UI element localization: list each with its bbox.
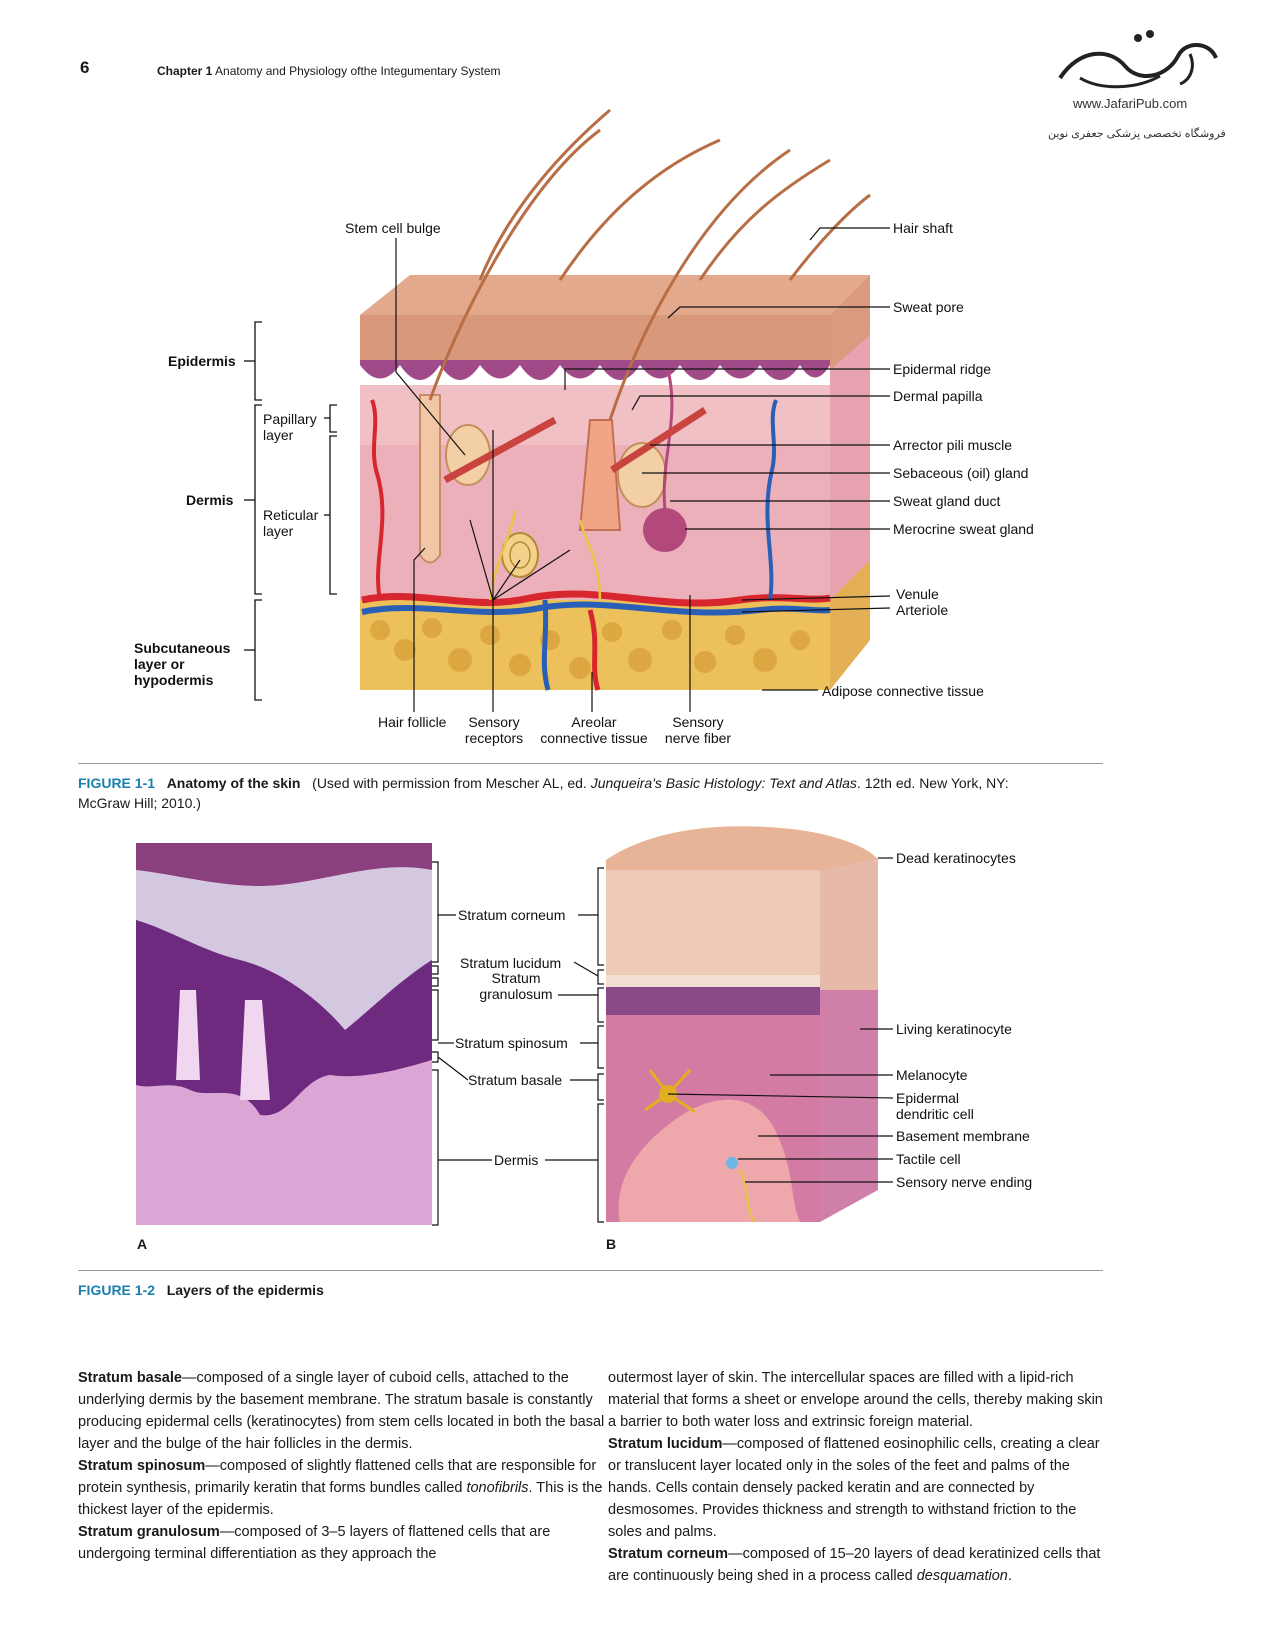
label-basement-membrane: Basement membrane <box>896 1128 1030 1144</box>
label-dermal-papilla: Dermal papilla <box>893 388 983 404</box>
text-lucidum: —composed of flattened eosinophilic cell… <box>608 1436 1100 1540</box>
label-papillary-layer: Papillary layer <box>263 411 317 443</box>
reticular-line2: layer <box>263 523 294 539</box>
label-stratum-basale: Stratum basale <box>468 1072 563 1088</box>
label-stratum-lucidum: Stratum lucidum <box>460 955 562 971</box>
label-epidermis: Epidermis <box>168 353 236 369</box>
panel-a-letter: A <box>137 1236 148 1252</box>
text-spinosum: —composed of slightly flattened cells th… <box>78 1458 597 1496</box>
label-tactile-cell: Tactile cell <box>896 1151 961 1167</box>
label-venule: Venule <box>896 586 939 602</box>
figure2-caption: FIGURE 1-2 Layers of the epidermis <box>78 1280 324 1300</box>
publisher-tagline: فروشگاه تخصصی پزشکی جعفری نوین <box>1048 128 1226 140</box>
text-basale: —composed of a single layer of cuboid ce… <box>78 1370 605 1452</box>
subcutaneous-line3: hypodermis <box>134 672 214 688</box>
figure1-caption-pre: (Used with permission from Mescher AL, e… <box>312 775 591 791</box>
dendritic-line2: dendritic cell <box>896 1106 974 1122</box>
text-corneum-end: . <box>1007 1568 1012 1584</box>
text-tonofibrils: tonofibrils <box>466 1480 529 1496</box>
term-spinosum: Stratum spinosum <box>78 1458 206 1474</box>
para-basale: Stratum basale—composed of a single laye… <box>78 1367 608 1455</box>
label-sensory-receptors: Sensory receptors <box>461 714 527 746</box>
label-dermis: Dermis <box>186 492 234 508</box>
term-granulosum: Stratum granulosum <box>78 1524 220 1540</box>
publisher-logo <box>1058 30 1218 89</box>
figure1-caption-line2: McGraw Hill; 2010.) <box>78 795 201 811</box>
text-granulosum-cont: outermost layer of skin. The intercellul… <box>608 1370 1103 1430</box>
figure1-title: Anatomy of the skin <box>166 775 301 791</box>
chapter-label: Chapter 1 <box>157 64 213 78</box>
para-lucidum: Stratum lucidum—composed of flattened eo… <box>608 1433 1108 1543</box>
body-column-right: outermost layer of skin. The intercellul… <box>608 1367 1108 1587</box>
areolar-line2: connective tissue <box>540 730 648 746</box>
subcutaneous-line2: layer or <box>134 656 185 672</box>
text-corneum: —composed of 15–20 layers of dead kerati… <box>608 1546 1101 1584</box>
label-areolar-tissue: Areolar connective tissue <box>536 714 652 746</box>
papillary-line2: layer <box>263 427 294 443</box>
sensory-receptors-line1: Sensory <box>468 714 520 730</box>
chapter-title: Anatomy and Physiology ofthe Integumenta… <box>215 64 501 78</box>
label-stratum-spinosum: Stratum spinosum <box>455 1035 568 1051</box>
label-epidermal-ridge: Epidermal ridge <box>893 361 992 377</box>
para-corneum: Stratum corneum—composed of 15–20 layers… <box>608 1543 1108 1587</box>
figure1-caption: FIGURE 1-1 Anatomy of the skin (Used wit… <box>78 773 1108 813</box>
running-header: Chapter 1 Anatomy and Physiology ofthe I… <box>157 64 501 78</box>
label-merocrine-sweat-gland: Merocrine sweat gland <box>893 521 1034 537</box>
figure1-caption-book: Junqueira's Basic Histology: Text and At… <box>590 775 857 791</box>
label-stratum-corneum: Stratum corneum <box>458 907 566 923</box>
label-living-keratinocyte: Living keratinocyte <box>896 1021 1012 1037</box>
figure1-label: FIGURE 1-1 <box>78 775 156 791</box>
granulosum-line1: Stratum <box>491 970 541 986</box>
label-sebaceous-gland: Sebaceous (oil) gland <box>893 465 1029 481</box>
para-granulosum: Stratum granulosum—composed of 3–5 layer… <box>78 1521 608 1565</box>
divider-figure2 <box>78 1270 1103 1271</box>
label-sweat-pore: Sweat pore <box>893 299 964 315</box>
label-dermis-b: Dermis <box>494 1152 539 1168</box>
panel-b-letter: B <box>606 1236 617 1252</box>
figure2-label: FIGURE 1-2 <box>78 1282 156 1298</box>
label-sensory-nerve-ending: Sensory nerve ending <box>896 1174 1033 1190</box>
body-column-left: Stratum basale—composed of a single laye… <box>78 1367 608 1565</box>
label-stem-cell-bulge: Stem cell bulge <box>345 220 441 236</box>
publisher-url: www.JafariPub.com <box>1073 96 1188 111</box>
para-spinosum: Stratum spinosum—composed of slightly fl… <box>78 1455 608 1521</box>
label-dead-keratinocytes: Dead keratinocytes <box>896 850 1016 866</box>
label-stratum-granulosum: Stratum granulosum <box>474 970 558 1002</box>
sensory-receptors-line2: receptors <box>464 730 524 746</box>
term-basale: Stratum basale <box>78 1370 182 1386</box>
papillary-line1: Papillary <box>263 411 317 427</box>
label-subcutaneous: Subcutaneous layer or hypodermis <box>134 640 230 688</box>
term-corneum: Stratum corneum <box>608 1546 729 1562</box>
figure1-caption-post: . 12th ed. New York, NY: <box>856 775 1009 791</box>
nerve-line2: nerve fiber <box>664 730 732 746</box>
nerve-line1: Sensory <box>672 714 724 730</box>
label-hair-follicle: Hair follicle <box>378 714 447 730</box>
label-arrector-pili: Arrector pili muscle <box>893 437 1013 453</box>
text-spinosum-2: . This is the thickest layer of the epid… <box>78 1480 603 1518</box>
label-melanocyte: Melanocyte <box>896 1067 968 1083</box>
areolar-line1: Areolar <box>571 714 617 730</box>
divider-figure1 <box>78 763 1103 764</box>
page-number: 6 <box>80 58 90 77</box>
granulosum-line2: granulosum <box>479 986 553 1002</box>
text-granulosum: —composed of 3–5 layers of flattened cel… <box>78 1524 551 1562</box>
text-desquamation: desquamation <box>916 1568 1008 1584</box>
label-sweat-gland-duct: Sweat gland duct <box>893 493 1001 509</box>
label-adipose-tissue: Adipose connective tissue <box>822 683 984 699</box>
label-arteriole: Arteriole <box>896 602 949 618</box>
label-hair-shaft: Hair shaft <box>893 220 953 236</box>
label-epidermal-dendritic-cell: Epidermal dendritic cell <box>896 1090 974 1122</box>
reticular-line1: Reticular <box>263 507 319 523</box>
label-sensory-nerve-fiber: Sensory nerve fiber <box>660 714 736 746</box>
dendritic-line1: Epidermal <box>896 1090 960 1106</box>
label-reticular-layer: Reticular layer <box>263 507 318 539</box>
term-lucidum: Stratum lucidum <box>608 1436 723 1452</box>
subcutaneous-line1: Subcutaneous <box>134 640 231 656</box>
figure2-title: Layers of the epidermis <box>166 1282 324 1298</box>
